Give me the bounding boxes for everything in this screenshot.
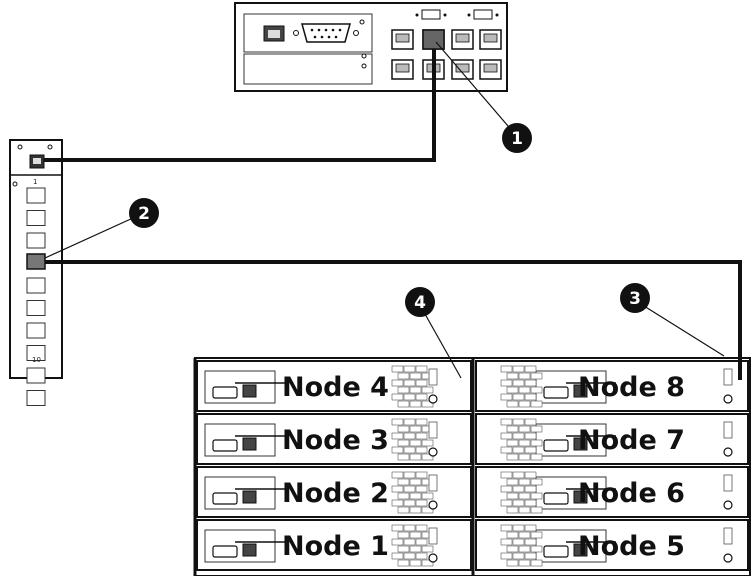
power-button-icon bbox=[723, 447, 733, 457]
connector-icon bbox=[467, 9, 499, 20]
node-label: Node 3 bbox=[282, 425, 389, 456]
callout-4: 4 bbox=[405, 287, 462, 379]
server-node: Node 2 bbox=[196, 466, 472, 518]
power-button-icon bbox=[723, 500, 733, 510]
vga-port-icon bbox=[212, 492, 238, 505]
vent-grill bbox=[391, 418, 434, 461]
network-port-icon bbox=[573, 437, 588, 451]
node-label: Node 2 bbox=[282, 478, 389, 509]
switch-port-column bbox=[26, 187, 46, 406]
node-label: Node 1 bbox=[282, 531, 389, 562]
network-port-icon bbox=[451, 29, 474, 50]
server-node: Node 3 bbox=[196, 413, 472, 465]
vga-port-icon bbox=[212, 386, 238, 399]
network-port-icon bbox=[263, 25, 285, 42]
switch-port bbox=[26, 390, 46, 406]
management-module bbox=[234, 2, 508, 92]
callout-3: 3 bbox=[620, 283, 725, 357]
switch-port bbox=[26, 277, 46, 294]
node-label: Node 4 bbox=[282, 372, 389, 403]
network-port-icon bbox=[573, 384, 588, 398]
vga-port-icon bbox=[212, 545, 238, 558]
highlighted-module-port bbox=[422, 29, 445, 50]
port-number-label: 10 bbox=[32, 356, 41, 364]
server-node: Node 4 bbox=[196, 360, 472, 412]
highlighted-switch-port bbox=[26, 253, 46, 270]
vent-grill bbox=[500, 471, 543, 514]
uplink-port-icon bbox=[29, 154, 45, 169]
vent-grill bbox=[500, 418, 543, 461]
callout-number: 3 bbox=[629, 289, 641, 309]
vent-grill bbox=[500, 365, 543, 408]
network-port-icon bbox=[242, 384, 257, 398]
vga-port-icon bbox=[543, 492, 569, 505]
vga-port-icon bbox=[543, 545, 569, 558]
switch-port bbox=[26, 367, 46, 384]
port-number-label: 1 bbox=[33, 178, 37, 186]
node-label: Node 8 bbox=[578, 372, 685, 403]
callout-1: 1 bbox=[435, 41, 532, 153]
network-port-icon bbox=[391, 59, 414, 80]
server-enclosure: Node 4 Node 8 Node 3 Node 7 Node 2 Node 6 Node… bbox=[193, 357, 751, 576]
network-port-icon bbox=[242, 543, 257, 557]
cable-2 bbox=[45, 260, 742, 380]
vga-port-icon bbox=[212, 439, 238, 452]
server-node: Node 6 bbox=[475, 466, 749, 518]
server-node: Node 5 bbox=[475, 519, 749, 571]
vent-grill bbox=[391, 365, 434, 408]
power-button-icon bbox=[428, 447, 438, 457]
network-port-icon bbox=[451, 59, 474, 80]
switch-port bbox=[26, 232, 46, 249]
network-port-icon bbox=[242, 437, 257, 451]
vent-grill bbox=[500, 524, 543, 567]
switch-port bbox=[26, 300, 46, 316]
node-label: Node 6 bbox=[578, 478, 685, 509]
cable-1 bbox=[44, 42, 436, 162]
power-button-icon bbox=[723, 394, 733, 404]
network-port-icon bbox=[479, 59, 502, 80]
network-port-icon bbox=[573, 543, 588, 557]
callout-number: 2 bbox=[138, 204, 150, 224]
power-button-icon bbox=[428, 553, 438, 563]
vent-grill bbox=[391, 524, 434, 567]
vent-grill bbox=[391, 471, 434, 514]
callout-number: 1 bbox=[511, 129, 523, 149]
power-button-icon bbox=[723, 553, 733, 563]
node-label: Node 7 bbox=[578, 425, 685, 456]
switch-panel: 1 10 bbox=[9, 139, 63, 406]
switch-port bbox=[26, 187, 46, 204]
connector-icon bbox=[415, 9, 447, 20]
network-port-icon bbox=[479, 29, 502, 50]
serial-port-icon bbox=[293, 23, 359, 43]
switch-port bbox=[26, 345, 46, 361]
network-port-icon bbox=[573, 490, 588, 504]
network-port-icon bbox=[391, 29, 414, 50]
server-node: Node 8 bbox=[475, 360, 749, 412]
network-port-icon bbox=[242, 490, 257, 504]
power-button-icon bbox=[428, 394, 438, 404]
server-node: Node 7 bbox=[475, 413, 749, 465]
vga-port-icon bbox=[543, 386, 569, 399]
switch-port bbox=[26, 210, 46, 226]
server-node: Node 1 bbox=[196, 519, 472, 571]
callout-number: 4 bbox=[414, 293, 426, 313]
switch-port bbox=[26, 322, 46, 339]
power-button-icon bbox=[428, 500, 438, 510]
node-label: Node 5 bbox=[578, 531, 685, 562]
callout-2: 2 bbox=[44, 198, 159, 259]
vga-port-icon bbox=[543, 439, 569, 452]
